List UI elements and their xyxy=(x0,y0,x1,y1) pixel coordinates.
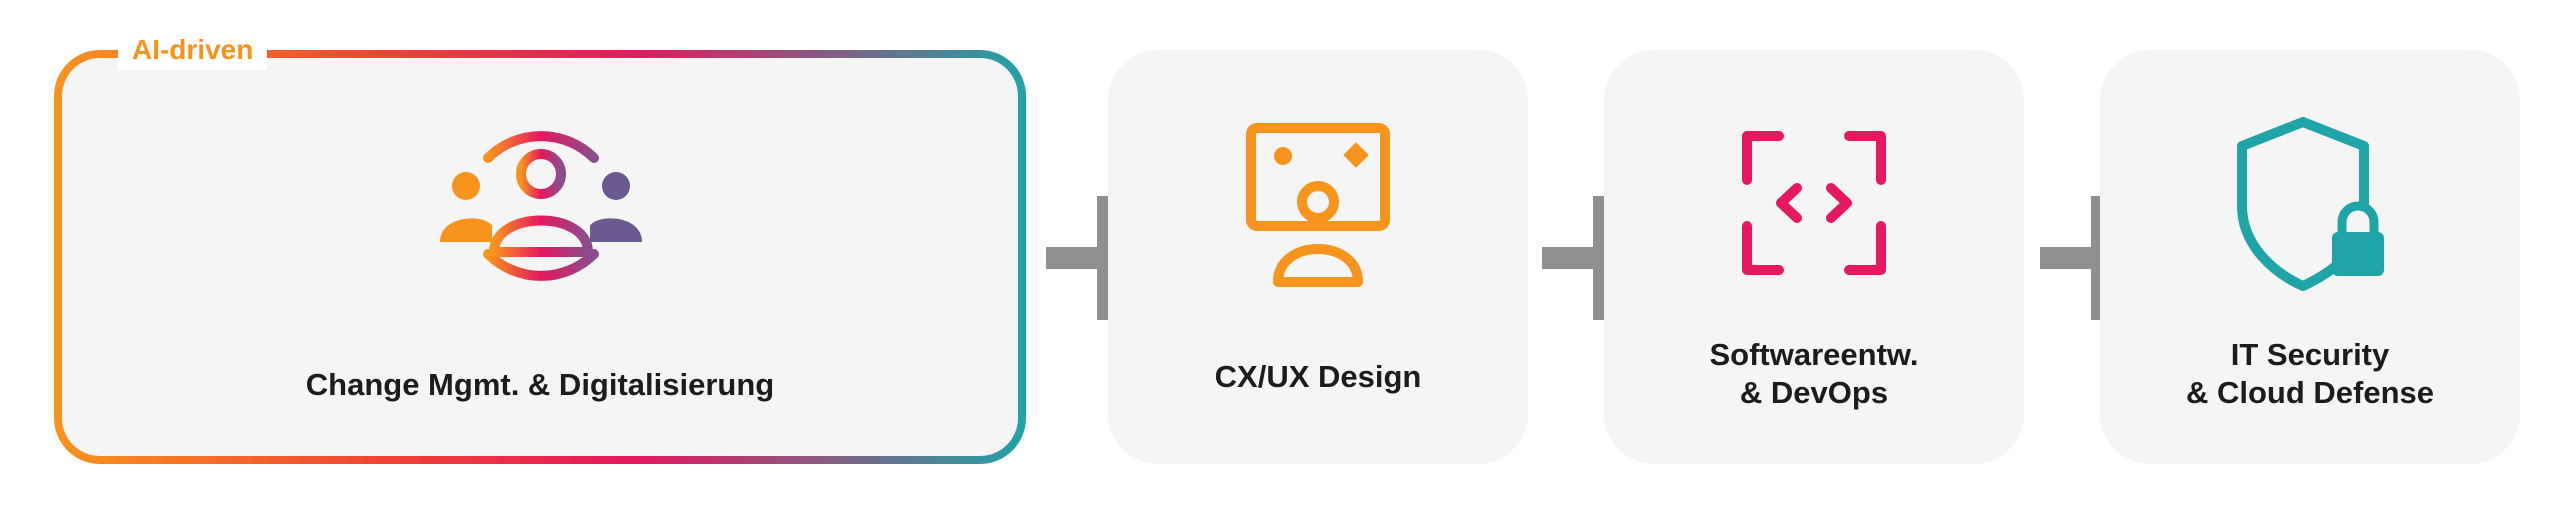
card-cx-ux-design: CX/UX Design xyxy=(1108,50,1528,464)
card-label-line: & DevOps xyxy=(1739,375,1889,410)
card-label: IT Security & Cloud Defense xyxy=(2100,336,2520,412)
card-label: CX/UX Design xyxy=(1214,359,1422,394)
card-label-line: Softwareentw. xyxy=(1709,337,1919,372)
card-label-line: & Cloud Defense xyxy=(2185,375,2435,410)
card-label: Change Mgmt. & Digitalisierung xyxy=(305,367,775,402)
card-label-line: IT Security xyxy=(2230,337,2390,372)
card-label: Softwareentw. & DevOps xyxy=(1604,336,2024,412)
people-group-icon xyxy=(436,114,646,294)
code-brackets-icon xyxy=(1739,128,1889,278)
presenter-screen-icon xyxy=(1243,120,1393,290)
shield-lock-icon xyxy=(2224,114,2394,294)
card-it-security: IT Security & Cloud Defense xyxy=(2100,50,2520,464)
card-software-devops: Softwareentw. & DevOps xyxy=(1604,50,2024,464)
ai-driven-badge: AI-driven xyxy=(118,30,268,70)
card-change-management: Change Mgmt. & Digitalisierung xyxy=(54,50,1026,464)
